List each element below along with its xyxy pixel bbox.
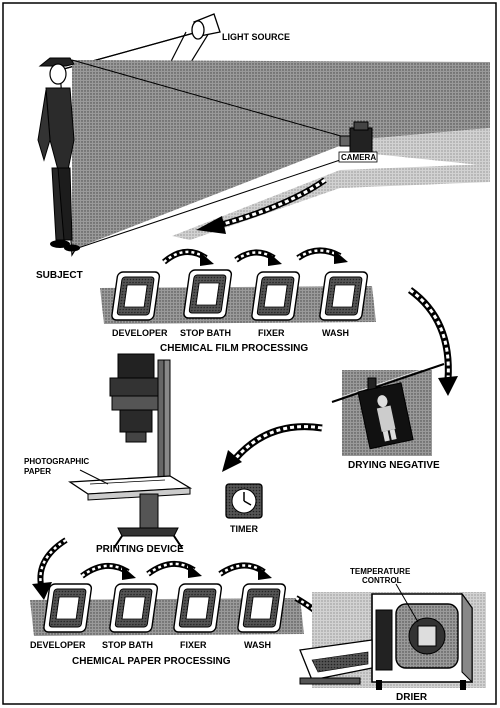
paper-flow-arrows <box>80 561 272 580</box>
film-tray-stop-bath <box>183 269 233 319</box>
printing-table <box>68 475 193 549</box>
subject-label: SUBJECT <box>36 270 83 281</box>
film-tray-wash <box>319 271 369 321</box>
paper-processing-section: DEVELOPER STOP BATH FIXER WASH CHEMICAL … <box>30 561 304 667</box>
timer-icon <box>225 483 263 519</box>
paper-wash-label: WASH <box>244 640 271 650</box>
drier-section: TEMPERATURE CONTROL DRIER <box>299 567 486 703</box>
drier-icon <box>299 592 473 690</box>
paper-tray-developer <box>43 583 93 633</box>
film-tray-developer <box>111 271 161 321</box>
film-tray-fixer <box>251 271 301 321</box>
camera-icon <box>338 121 378 163</box>
photographic-paper-label-1: PHOTOGRAPHIC <box>24 457 89 466</box>
film-shade-strip <box>100 286 376 324</box>
printing-device-label: PRINTING DEVICE <box>96 544 184 555</box>
paper-tray-wash <box>237 583 287 633</box>
paper-processing-label: CHEMICAL PAPER PROCESSING <box>72 656 231 667</box>
subject-figure <box>37 57 80 252</box>
camera-projection <box>72 60 490 250</box>
film-flow-arrows <box>162 247 348 266</box>
film-fixer-label: FIXER <box>258 328 285 338</box>
temperature-control-label-2: CONTROL <box>362 576 402 585</box>
arrow-printer-to-paper <box>32 537 68 600</box>
negative-film-icon <box>357 382 414 450</box>
film-developer-label: DEVELOPER <box>112 328 168 338</box>
paper-stop-bath-label: STOP BATH <box>102 640 153 650</box>
film-processing-label: CHEMICAL FILM PROCESSING <box>160 343 308 354</box>
light-source-label: LIGHT SOURCE <box>222 32 290 42</box>
film-stop-bath-label: STOP BATH <box>180 328 231 338</box>
camera-scene: LIGHT SOURCE CAMERA <box>36 13 490 281</box>
paper-fixer-label: FIXER <box>180 640 207 650</box>
photographic-paper-label-2: PAPER <box>24 467 51 476</box>
paper-shade-strip <box>30 598 304 636</box>
film-processing-section: DEVELOPER STOP BATH FIXER WASH CHEMICAL … <box>100 247 376 354</box>
camera-label: CAMERA <box>341 153 376 162</box>
arrow-drying-to-printer <box>222 423 323 472</box>
drying-negative-label: DRYING NEGATIVE <box>348 460 440 471</box>
paper-developer-label: DEVELOPER <box>30 640 86 650</box>
temperature-control-label-1: TEMPERATURE <box>350 567 411 576</box>
paper-tray-stop-bath <box>109 583 159 633</box>
drying-negative-section: DRYING NEGATIVE <box>331 361 445 471</box>
timer-section: TIMER <box>225 483 263 534</box>
film-wash-label: WASH <box>322 328 349 338</box>
drier-label: DRIER <box>396 692 428 703</box>
timer-label: TIMER <box>230 524 258 534</box>
enlarger-icon <box>109 353 171 479</box>
arrow-film-to-drying <box>407 287 458 396</box>
printing-device-section: PHOTOGRAPHIC PAPER PRINTING DEVICE <box>24 353 193 555</box>
paper-tray-fixer <box>173 583 223 633</box>
light-source-icon <box>191 13 221 40</box>
